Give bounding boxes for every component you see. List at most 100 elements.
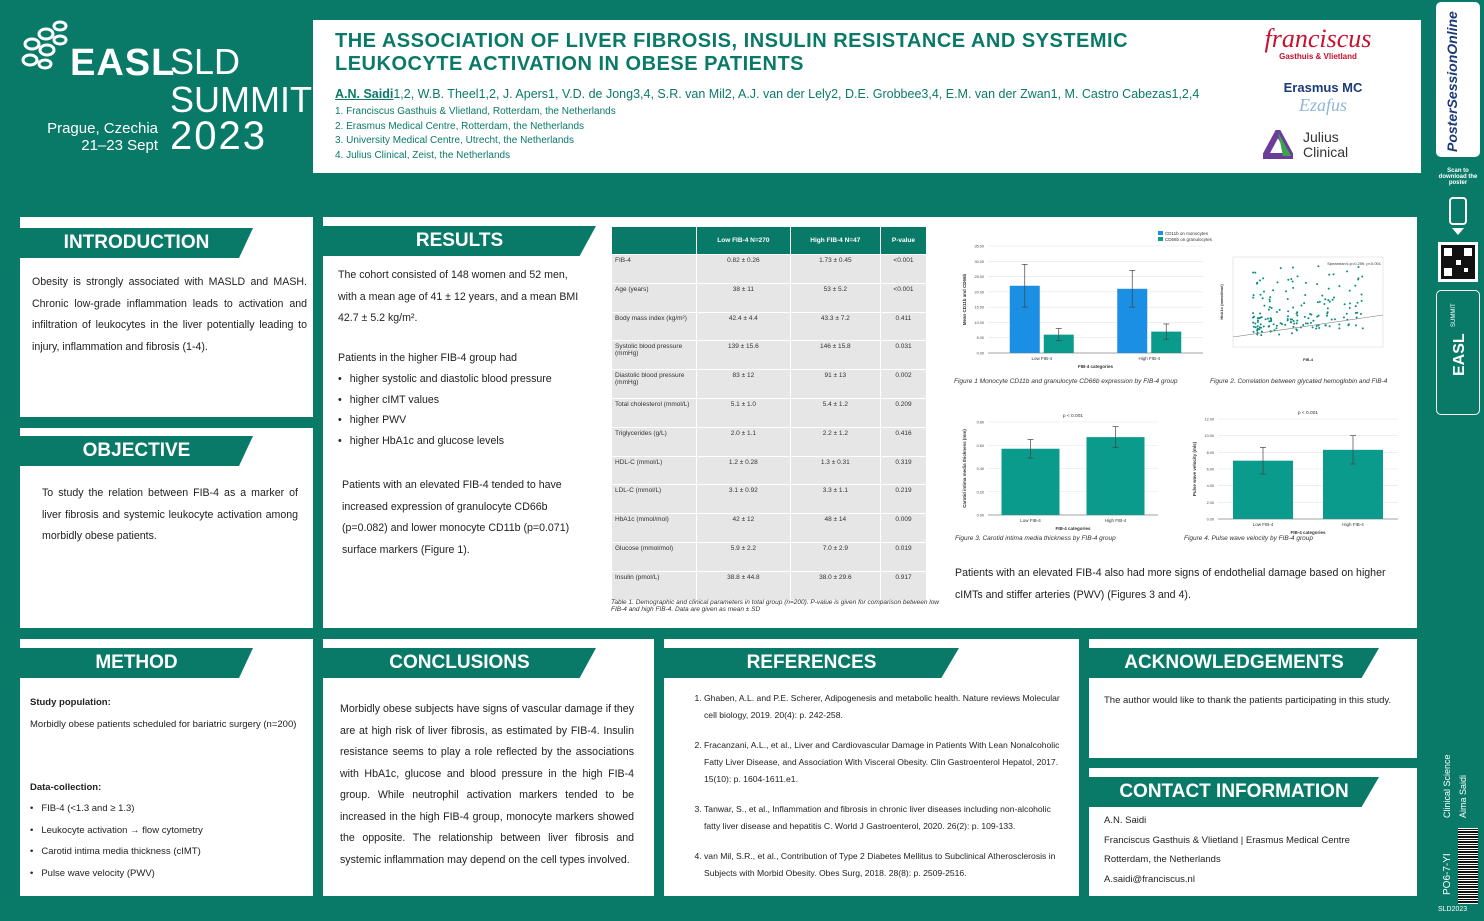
scatter-point — [1316, 283, 1319, 286]
table-cell: Diastolic blood pressure (mmHg) — [611, 369, 697, 399]
conference-logo: EASL SLD SUMMIT 2023 Prague, Czechia 21–… — [0, 0, 313, 190]
scatter-point — [1296, 275, 1299, 278]
scatter-point — [1360, 299, 1363, 302]
y-tick-label: 10.00 — [1204, 434, 1214, 438]
table-header-cell: P-value — [879, 226, 928, 255]
scatter-point — [1338, 327, 1341, 330]
right-sidebar: PosterSessionOnline Scan to download the… — [1432, 0, 1484, 921]
conclusions-panel: CONCLUSIONS Morbidly obese subjects have… — [323, 639, 654, 896]
scatter-point — [1354, 305, 1357, 308]
scatter-point — [1293, 322, 1296, 325]
bullet-item: higher systolic and diastolic blood pres… — [338, 369, 584, 390]
scatter-point — [1296, 311, 1299, 314]
table-cell: 48 ± 14 — [789, 513, 881, 543]
scatter-point — [1304, 294, 1307, 297]
scatter-point — [1286, 315, 1289, 318]
scatter-point — [1292, 306, 1295, 309]
table-row: Systolic blood pressure (mmHg)139 ± 15.6… — [611, 340, 928, 371]
objective-heading: OBJECTIVE — [20, 436, 253, 466]
y-axis-label: Pulse wave velocity (m/s) — [1192, 441, 1197, 496]
p-value-annotation: p < 0.001 — [1063, 413, 1083, 419]
scatter-point — [1295, 322, 1298, 325]
table-cell: Body mass index (kg/m²) — [611, 311, 697, 342]
introduction-text: Obesity is strongly associated with MASL… — [32, 276, 307, 353]
authors: A.N. Saidi1,2, W.B. Theel1,2, J. Apers1,… — [335, 87, 1199, 101]
logo-year: 2023 — [170, 114, 267, 158]
bar — [1151, 331, 1182, 353]
table-cell: 1.2 ± 0.28 — [696, 455, 791, 486]
table-cell: Insulin (pmol/L) — [611, 570, 697, 601]
y-tick-label: 0.80 — [977, 421, 984, 425]
scatter-point — [1354, 324, 1357, 327]
scatter-point — [1287, 310, 1290, 313]
affiliation-3: 3. University Medical Centre, Utrecht, t… — [335, 135, 574, 146]
scatter-point — [1268, 300, 1271, 303]
method-subheading-1: Study population: — [30, 697, 111, 708]
bar — [1001, 448, 1060, 515]
table-cell: 3.3 ± 1.1 — [789, 484, 881, 515]
y-tick-label: 0.40 — [977, 467, 984, 471]
scatter-point — [1306, 322, 1309, 325]
scatter-point — [1323, 302, 1326, 305]
figure-3-caption: Figure 3. Carotid intima media thickness… — [955, 535, 1116, 542]
table-cell: 5.1 ± 1.0 — [696, 397, 791, 428]
x-axis-label: FIB-4 categories — [1055, 526, 1091, 531]
table-cell: 146 ± 15.8 — [789, 340, 881, 371]
scatter-point — [1272, 289, 1275, 292]
table-cell: 42.4 ± 4.4 — [696, 311, 791, 342]
track-label: Clinical Science — [1442, 754, 1452, 818]
scatter-point — [1328, 300, 1331, 303]
table-cell: Triglycerides (g/L) — [611, 426, 697, 457]
scatter-point — [1272, 323, 1275, 326]
table-cell: Glucose (mmol/mol) — [611, 541, 697, 572]
correlation-annotation: Spearman's ρ=0.259, p<0.001 — [1327, 261, 1382, 266]
scatter-point — [1315, 324, 1318, 327]
clinical-text: Clinical — [1303, 144, 1349, 160]
contact-email[interactable]: A.saidi@franciscus.nl — [1104, 874, 1195, 886]
scatter-point — [1260, 316, 1263, 319]
scatter-point — [1357, 266, 1360, 269]
y-tick-label: 20.00 — [974, 290, 984, 294]
scatter-point — [1279, 267, 1282, 270]
qr-code[interactable] — [1438, 242, 1478, 282]
logo-sld: SLD — [170, 41, 241, 82]
scatter-point — [1252, 330, 1255, 333]
table-cell: 0.219 — [879, 484, 928, 515]
scatter-point — [1316, 301, 1319, 304]
y-axis-label: HbA1c (mmol/mol) — [1219, 284, 1224, 320]
title-line-1: THE ASSOCIATION OF LIVER FIBROSIS, INSUL… — [335, 30, 1129, 52]
scatter-point — [1327, 299, 1330, 302]
plot-frame — [1232, 256, 1384, 348]
scatter-point — [1286, 298, 1289, 301]
scatter-point — [1284, 323, 1287, 326]
x-tick-label: Low FIB-4 — [1253, 522, 1274, 527]
qr-code-icon — [1441, 245, 1475, 279]
affiliation-2: 2. Erasmus Medical Centre, Rotterdam, th… — [335, 121, 584, 132]
logo-easl: EASL — [70, 42, 176, 84]
method-item: Carotid intima media thickness (cIMT) — [30, 841, 301, 863]
table-cell: 42 ± 12 — [696, 513, 791, 543]
results-panel: RESULTS The cohort consisted of 148 wome… — [323, 217, 1417, 628]
y-tick-label: 0.60 — [977, 444, 984, 448]
barcode — [1458, 828, 1478, 904]
x-axis-label: FIB-4 categories — [1290, 530, 1326, 535]
y-tick-label: 0.00 — [977, 514, 984, 518]
references-heading: REFERENCES — [664, 648, 959, 678]
table-cell: 0.82 ± 0.26 — [696, 254, 791, 284]
method-panel: METHOD Study population: Morbidly obese … — [20, 639, 313, 896]
y-tick-label: 8.00 — [1207, 451, 1214, 455]
legend-label: CD66b on granulocytes — [1165, 237, 1213, 242]
scatter-point — [1295, 328, 1298, 331]
scatter-point — [1254, 322, 1257, 325]
scatter-point — [1252, 316, 1255, 319]
y-tick-label: 12.00 — [1204, 418, 1214, 422]
table-cell: 0.209 — [879, 397, 928, 428]
scatter-point — [1355, 316, 1358, 319]
table-cell: HDL-C (mmol/L) — [611, 455, 697, 486]
table-cell: 5.4 ± 1.2 — [789, 397, 881, 428]
